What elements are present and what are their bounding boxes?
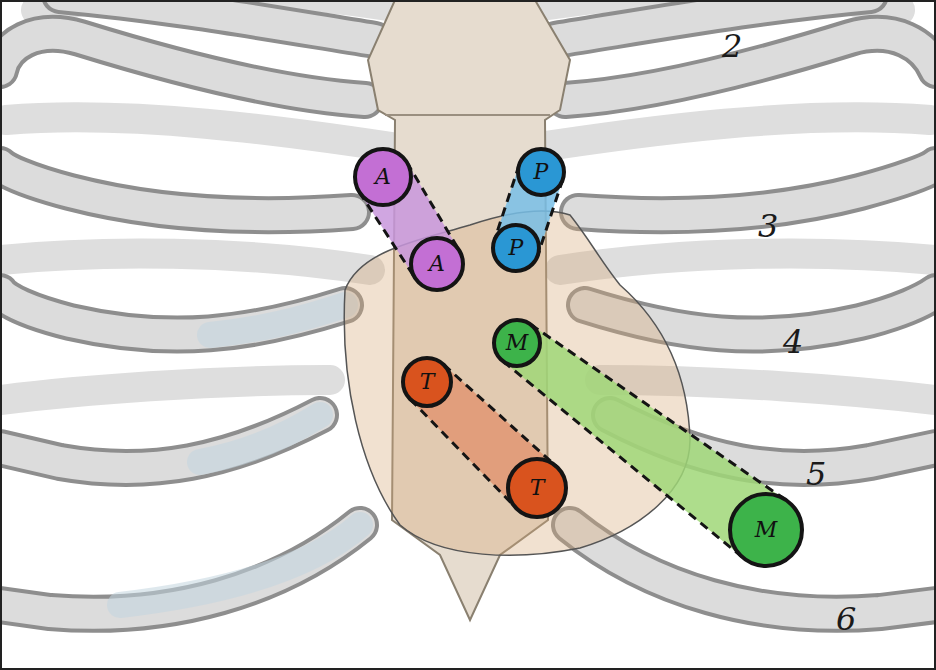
- area-letter: M: [755, 519, 778, 541]
- auscultation-circle: P: [491, 223, 541, 273]
- auscultation-circle: A: [353, 147, 413, 207]
- rib-number: 4: [783, 326, 803, 358]
- auscultation-circle: T: [401, 356, 453, 408]
- rib-number: 6: [836, 603, 856, 635]
- rib-number: 3: [758, 210, 778, 242]
- area-letter: T: [420, 371, 435, 393]
- auscultation-circle: A: [409, 236, 465, 292]
- area-letter: P: [534, 161, 549, 183]
- cylinder-connector: [410, 365, 557, 509]
- area-letter: M: [506, 332, 529, 354]
- rib-number: 2: [722, 30, 742, 62]
- rib-number: 5: [806, 458, 826, 490]
- area-letter: A: [429, 253, 445, 275]
- area-letter: A: [375, 166, 391, 188]
- auscultation-circle: M: [492, 318, 542, 368]
- auscultation-circle: M: [728, 492, 804, 568]
- auscultation-circle: P: [516, 147, 566, 197]
- auscultation-circle: T: [506, 457, 568, 519]
- area-letter: T: [530, 477, 545, 499]
- area-letter: P: [509, 237, 524, 259]
